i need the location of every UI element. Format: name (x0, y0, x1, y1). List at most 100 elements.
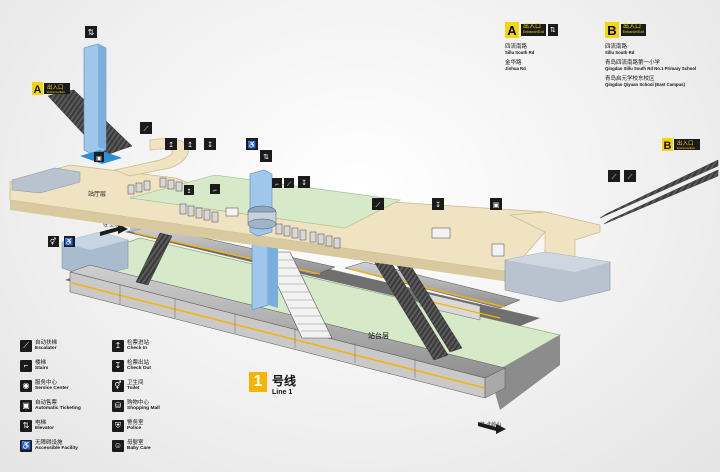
svg-text:⟋: ⟋ (287, 181, 292, 188)
hall-left-block (11, 167, 81, 194)
facility-markers: ⇅ ⟋ ▣ ↥ ↥ ↧ ↥ ⌐ ♿ ⇅ ⌐ ⟋ ↧ ⟋ ↧ ▣ ⟋ ⟋ ♿ ⚥ (48, 26, 636, 247)
shopping-icon: ⛁ (112, 400, 124, 412)
stairs-icon: ⌐ (20, 360, 32, 372)
svg-text:⇅: ⇅ (88, 28, 95, 37)
check-out-icon: ↧ (204, 138, 216, 150)
check-out-icon: ↧ (432, 198, 444, 210)
svg-text:▣: ▣ (96, 156, 102, 162)
escalator-icon: ⟋ (624, 170, 636, 182)
train-lower (69, 264, 506, 399)
line-label: 1 号线 Line 1 (249, 372, 296, 396)
exit-a-tag: 出入口 Entrance/Exit (521, 24, 546, 36)
svg-text:⟋: ⟋ (144, 125, 149, 133)
walkway-to-exit-b (508, 211, 601, 261)
svg-text:♿: ♿ (65, 237, 74, 246)
platform-wall-right (490, 335, 560, 410)
escalator-icon: ⟋ (20, 340, 32, 352)
svg-text:↧: ↧ (435, 201, 441, 209)
svg-text:B: B (664, 140, 672, 152)
escalator-icon: ⟋ (284, 178, 294, 188)
accessible-icon: ♿ (64, 236, 75, 247)
svg-text:↥: ↥ (168, 141, 174, 149)
escalator-down-left (135, 232, 173, 286)
svg-text:A: A (34, 84, 42, 96)
svg-text:♿: ♿ (248, 140, 257, 149)
ticket-machine-icon: ▣ (94, 152, 104, 162)
svg-text:⟋: ⟋ (376, 201, 381, 209)
stairs-icon: ⌐ (272, 178, 282, 188)
svg-text:⟋: ⟋ (628, 173, 633, 181)
ticket-gates (127, 177, 341, 249)
hall-level: 站厅层 (9, 43, 719, 303)
svg-text:⟋: ⟋ (612, 173, 617, 181)
check-in-icon: ↥ (112, 340, 124, 352)
exit-b-marker: B 出入口 Entrance/Exit (662, 138, 700, 152)
elevator-icon: ⇅ (85, 26, 97, 38)
escalator-icon: ⟋ (372, 198, 384, 210)
escalator-icon: ⟋ (140, 122, 152, 134)
check-out-icon: ↧ (112, 360, 124, 372)
service-center-icon: ◉ (20, 380, 32, 392)
svg-text:▣: ▣ (493, 202, 500, 209)
exit-a-marker: A 出入口 Entrance/Exit (32, 82, 70, 96)
svg-text:↥: ↥ (187, 141, 193, 149)
exit-b-letter: B (605, 22, 619, 38)
toilet-icon: ♿ (246, 138, 258, 150)
svg-text:↧: ↧ (207, 141, 213, 149)
elevator-icon: ⇅ (20, 420, 32, 432)
elevator-icon: ⇅ (260, 150, 272, 162)
check-in-icon: ↥ (165, 138, 177, 150)
check-out-icon: ↧ (298, 176, 310, 188)
accessible-icon: ♿ (20, 440, 32, 452)
accessible-icon: ⚥ (48, 236, 59, 247)
svg-text:⇅: ⇅ (263, 154, 269, 161)
stairs-center (261, 251, 333, 339)
svg-text:⚥: ⚥ (50, 237, 56, 246)
line-name-en: Line 1 (272, 389, 293, 396)
escalator-exit-b (599, 159, 719, 219)
check-in-icon: ↥ (184, 185, 194, 195)
svg-text:Entrance/Exit: Entrance/Exit (47, 90, 65, 94)
direction-arrow-upper (100, 224, 128, 236)
stairs-icon: ⌐ (210, 184, 220, 194)
svg-text:⌐: ⌐ (213, 188, 217, 194)
toilet-icon: ⚥ (112, 380, 124, 392)
direction-arrow-lower (478, 422, 506, 434)
line-name-cn: 号线 (272, 374, 297, 388)
svg-text:↧: ↧ (301, 179, 307, 187)
ticket-machines (225, 207, 505, 257)
check-in-icon: ↥ (184, 138, 196, 150)
police-icon: ⛨ (112, 420, 124, 432)
elevator-shaft-center (251, 239, 269, 311)
svg-text:⌐: ⌐ (275, 182, 279, 188)
exit-b-tag: 出入口 Entrance/Exit (621, 24, 646, 36)
direction-lower-label: 往 北岭山 (480, 421, 501, 428)
svg-text:出入口: 出入口 (47, 83, 64, 91)
svg-text:Entrance/Exit: Entrance/Exit (677, 146, 695, 150)
line-number-badge: 1 (249, 372, 267, 392)
ticket-machine-icon: ▣ (490, 198, 502, 210)
baby-care-icon: ☺ (112, 440, 124, 452)
elevator-icon: ⇅ (547, 24, 558, 36)
hall-level-label: 站厅层 (88, 190, 106, 198)
